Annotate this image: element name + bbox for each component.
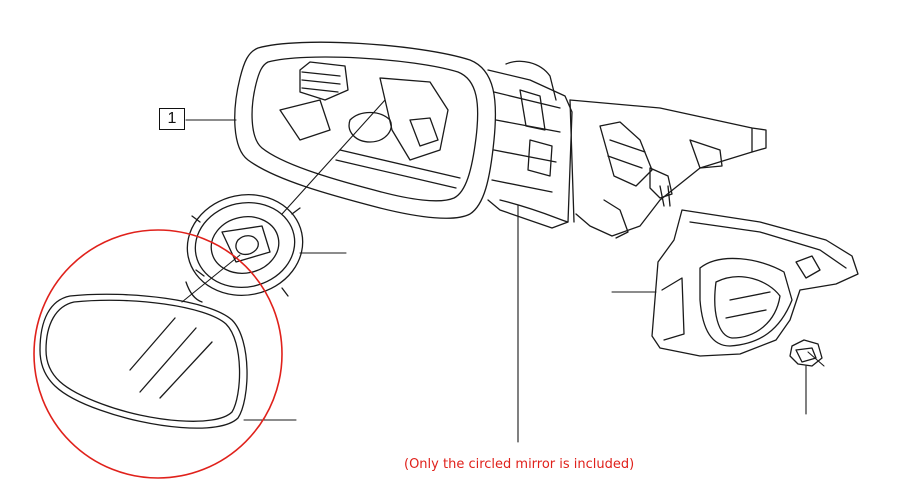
mounting-nut [789, 339, 823, 367]
mirror-glass [39, 293, 248, 429]
leader-motor-to-glass [181, 254, 241, 303]
leader-nut-upper [807, 351, 825, 367]
inclusion-note: (Only the circled mirror is included) [404, 457, 635, 472]
mirror-actuator-motor [185, 193, 304, 303]
mirror-base-bracket [569, 99, 767, 239]
part-callout-box: 1 [159, 108, 185, 130]
leader-lines [181, 99, 825, 443]
highlight-circle [33, 229, 283, 479]
part-callout-number: 1 [167, 110, 177, 127]
mirror-housing [234, 41, 573, 229]
mirror-cover-cap [651, 209, 859, 357]
leader-housing-to-motor [281, 99, 386, 215]
